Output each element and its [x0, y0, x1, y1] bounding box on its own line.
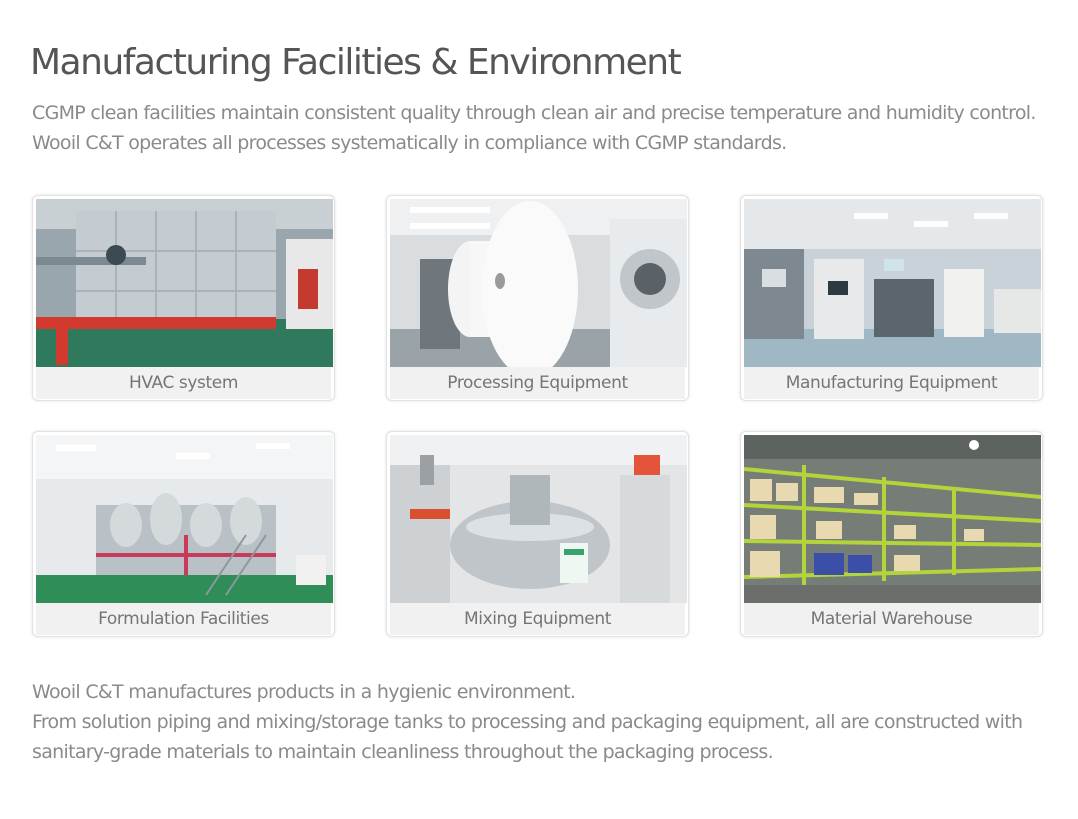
intro-line: CGMP clean facilities maintain consisten…: [32, 102, 1036, 124]
formulation-photo: [36, 435, 333, 603]
facility-caption: Material Warehouse: [744, 603, 1039, 635]
page-title: Manufacturing Facilities & Environment: [30, 42, 682, 83]
mixing-photo: [390, 435, 687, 603]
intro-line: Wooil C&T operates all processes systema…: [32, 132, 787, 154]
facility-caption: HVAC system: [36, 367, 331, 399]
facility-card-warehouse[interactable]: Material Warehouse: [740, 431, 1043, 637]
facility-card-hvac[interactable]: HVAC system: [32, 195, 335, 401]
outro-line: sanitary-grade materials to maintain cle…: [32, 741, 774, 763]
facility-card-mixing[interactable]: Mixing Equipment: [386, 431, 689, 637]
outro-line: Wooil C&T manufactures products in a hyg…: [32, 681, 576, 703]
manufacturing-photo: [744, 199, 1041, 367]
facility-card-processing[interactable]: Processing Equipment: [386, 195, 689, 401]
facility-card-formulation[interactable]: Formulation Facilities: [32, 431, 335, 637]
facility-caption: Formulation Facilities: [36, 603, 331, 635]
intro-text: CGMP clean facilities maintain consisten…: [32, 98, 1062, 158]
outro-text: Wooil C&T manufactures products in a hyg…: [32, 677, 1062, 767]
warehouse-photo: [744, 435, 1041, 603]
processing-photo: [390, 199, 687, 367]
facility-caption: Mixing Equipment: [390, 603, 685, 635]
facility-caption: Processing Equipment: [390, 367, 685, 399]
facility-card-manufacturing[interactable]: Manufacturing Equipment: [740, 195, 1043, 401]
hvac-photo: [36, 199, 333, 367]
outro-line: From solution piping and mixing/storage …: [32, 711, 1023, 733]
facility-caption: Manufacturing Equipment: [744, 367, 1039, 399]
